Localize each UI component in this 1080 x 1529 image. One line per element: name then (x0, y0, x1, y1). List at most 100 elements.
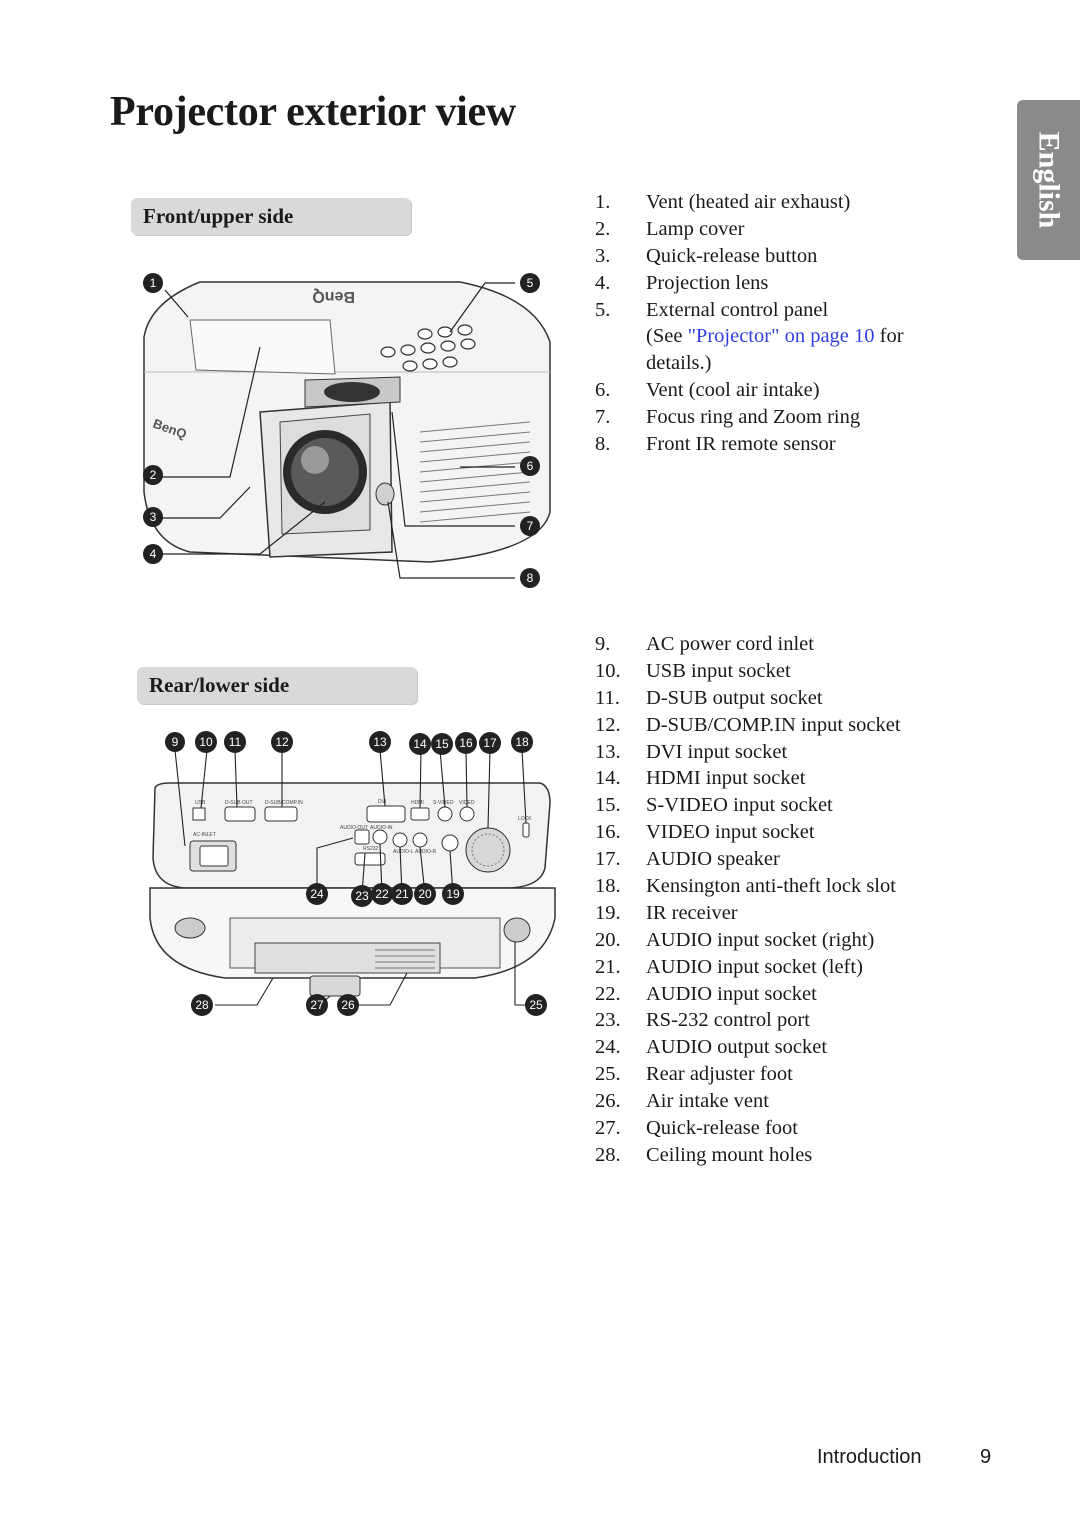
rear-parts-list: 9. AC power cord inlet 10. USB input socke… (595, 631, 901, 1169)
item-number: 5. (595, 298, 611, 321)
language-tab-label: English (1032, 131, 1066, 229)
callout-23: 23 (355, 889, 369, 903)
item-label: AUDIO input socket (646, 982, 817, 1005)
item-label: Lamp cover (646, 217, 745, 240)
item-number: 6. (595, 379, 611, 402)
item-number: 27. (595, 1117, 621, 1140)
section-heading-rear: Rear/lower side (137, 667, 417, 704)
item-number: 28. (595, 1143, 621, 1166)
item-label: AUDIO input socket (left) (646, 955, 863, 978)
list-item: 4.Projection lens (595, 270, 904, 297)
list-item: 8. Front IR remote sensor (595, 431, 904, 458)
list-item: 19.IR receiver (595, 900, 901, 927)
item-label: Kensington anti-theft lock slot (646, 875, 896, 898)
item-number: 25. (595, 1063, 621, 1086)
item-number: 20. (595, 928, 621, 951)
callout-24: 24 (310, 887, 324, 901)
item-number: 11. (595, 686, 620, 709)
item-label: AUDIO input socket (right) (646, 928, 875, 951)
footer-page-number: 9 (980, 1446, 992, 1468)
item-label: VIDEO input socket (646, 821, 815, 844)
list-item: 21. AUDIO input socket (left) (595, 954, 901, 981)
projector-page-link[interactable]: "Projector" on page 10 (687, 325, 875, 348)
callout-25: 25 (529, 998, 543, 1012)
item-label: External control panel (646, 298, 829, 321)
item-label: D-SUB/COMP.IN input socket (646, 713, 901, 736)
callout-1: 1 (150, 276, 157, 290)
callout-14: 14 (413, 737, 427, 751)
item-label: Rear adjuster foot (646, 1063, 793, 1086)
list-item: 18. Kensington anti-theft lock slot (595, 873, 901, 900)
item-number: 13. (595, 740, 621, 763)
callout-10: 10 (199, 735, 213, 749)
list-item: 11. D-SUB output socket (595, 685, 901, 712)
callout-2: 2 (150, 468, 157, 482)
item-label: USB input socket (646, 659, 791, 682)
callout-26: 26 (341, 998, 355, 1012)
list-item: 25. Rear adjuster foot (595, 1061, 901, 1088)
list-item: 2. Lamp cover (595, 216, 904, 243)
callout-9: 9 (172, 735, 179, 749)
list-item: 20. AUDIO input socket (right) (595, 927, 901, 954)
callout-3: 3 (150, 510, 157, 524)
callout-18: 18 (515, 735, 529, 749)
port-label-rs232: RS232 (363, 846, 379, 852)
item-label: AC power cord inlet (646, 633, 814, 655)
item-number: 21. (595, 955, 621, 978)
language-tab: English (1017, 100, 1080, 260)
callout-28: 28 (195, 998, 209, 1012)
item-label: Front IR remote sensor (646, 433, 836, 456)
item-number: 8. (595, 433, 611, 456)
item-number: 2. (595, 217, 611, 240)
callout-15: 15 (435, 737, 449, 751)
item-number: 15. (595, 794, 621, 817)
footer-section-name: Introduction (817, 1446, 922, 1468)
callout-27: 27 (310, 998, 324, 1012)
list-item: 26. Air intake vent (595, 1088, 901, 1115)
list-item: 17.AUDIO speaker (595, 846, 901, 873)
section-heading-front: Front/upper side (131, 198, 411, 235)
list-item: 6.Vent (cool air intake) (595, 377, 904, 404)
item-label: D-SUB output socket (646, 686, 823, 709)
list-item: 24.AUDIO output socket (595, 1034, 901, 1061)
item-label: Ceiling mount holes (646, 1143, 813, 1166)
item-number: 18. (595, 875, 621, 898)
list-item: 28. Ceiling mount holes (595, 1142, 901, 1169)
port-label-dsub-comp-in: D-SUB/COMP.IN (265, 800, 303, 806)
callout-20: 20 (418, 887, 432, 901)
front-parts-list: 1.Vent (heated air exhaust) 2. Lamp cover… (595, 189, 904, 458)
callout-22: 22 (375, 887, 389, 901)
item-label: Quick-release foot (646, 1117, 798, 1140)
item-number: 9. (595, 633, 611, 655)
item-number: 26. (595, 1090, 621, 1113)
see-note-line2: details.) (646, 352, 712, 375)
port-label-dsub-out: D-SUB OUT (225, 800, 253, 806)
item-number: 22. (595, 982, 621, 1005)
port-label-usb: USB (195, 800, 206, 806)
item-label: IR receiver (646, 901, 738, 924)
item-number: 12. (595, 713, 621, 736)
see-note: (See "Projector" on page 10 for (595, 323, 904, 350)
item-number: 14. (595, 767, 621, 790)
callout-6: 6 (527, 459, 534, 473)
port-label-audio-in: AUDIO-IN (370, 825, 393, 831)
callout-19: 19 (446, 887, 460, 901)
item-label: Air intake vent (646, 1090, 769, 1113)
item-label: HDMI input socket (646, 767, 806, 790)
port-label-svideo: S-VIDEO (433, 800, 454, 806)
callout-13: 13 (373, 735, 387, 749)
item-number: 4. (595, 271, 611, 294)
callout-21: 21 (395, 887, 409, 901)
list-item: 1.Vent (heated air exhaust) (595, 189, 904, 216)
item-number: 3. (595, 244, 611, 267)
item-number: 7. (595, 406, 611, 429)
item-number: 10. (595, 659, 621, 682)
item-label: DVI input socket (646, 740, 788, 763)
rear-projector-illustration: USB D-SUB OUT D-SUB/COMP.IN DVI HDMI S-V… (149, 731, 556, 1016)
page-title: Projector exterior view (110, 89, 516, 135)
callout-17: 17 (483, 736, 497, 750)
list-item: 16.VIDEO input socket (595, 819, 901, 846)
callout-5: 5 (527, 276, 534, 290)
list-item: 7.Focus ring and Zoom ring (595, 404, 904, 431)
port-label-audio-l: AUDIO-L (393, 849, 414, 855)
